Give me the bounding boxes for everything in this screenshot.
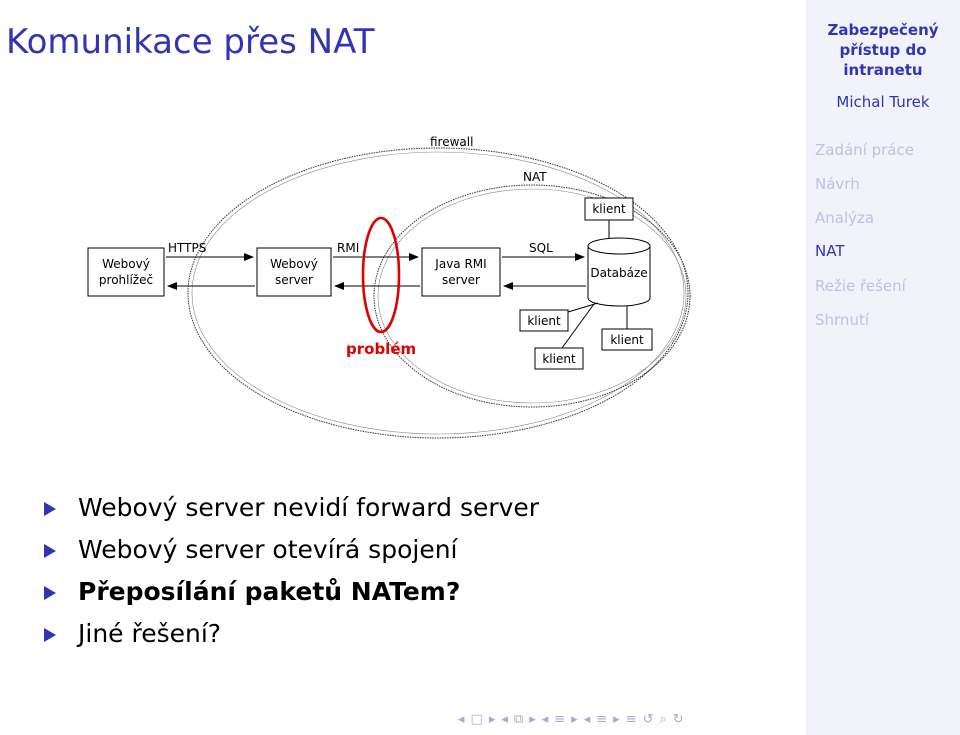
- javarmi-label-line1: Java RMI: [434, 257, 486, 271]
- slide-title: Komunikace přes NAT: [6, 22, 375, 62]
- database-cylinder: [587, 237, 651, 307]
- client-top-label: klient: [592, 202, 626, 216]
- sidebar-title-line: intranetu: [843, 61, 923, 79]
- nav-undo-icon[interactable]: ↺: [642, 712, 654, 727]
- beamer-navigation-bar: ◂ □ ▸ ◂ ⧉ ▸ ◂ ≡ ▸ ◂ ≡ ▸ ≡ ↺ ⌕ ↻: [458, 712, 684, 728]
- problem-label: problém: [346, 340, 416, 358]
- problem-highlight-ellipse: [361, 216, 401, 334]
- client-c-label: klient: [610, 333, 644, 347]
- nav-right-arrow-icon[interactable]: ▸: [613, 712, 620, 727]
- bullet-item: Webový server nevidí forward server: [44, 493, 539, 535]
- nav-right-arrow-icon[interactable]: ▸: [488, 712, 496, 727]
- bullet-item: Přeposílání paketů NATem?: [44, 577, 539, 619]
- browser-label-line1: Webový: [102, 257, 150, 271]
- client-a-label: klient: [527, 314, 561, 328]
- sidebar-item-analyza[interactable]: Analýza: [815, 209, 875, 227]
- rmi-label: RMI: [337, 241, 359, 255]
- nav-right-arrow-icon[interactable]: ▸: [529, 712, 536, 727]
- browser-box: [87, 247, 165, 297]
- client-b-box: [534, 347, 584, 370]
- nav-redo-icon[interactable]: ↻: [672, 712, 684, 727]
- javarmi-box: [421, 247, 501, 297]
- nav-left-arrow-icon[interactable]: ◂: [458, 712, 465, 727]
- nav-align-icon[interactable]: ≡: [625, 712, 637, 727]
- sidebar-item-shrnuti[interactable]: Shrnutí: [815, 311, 869, 329]
- sidebar-title-line: Zabezpečený: [827, 21, 939, 39]
- bullet-triangle-icon: [44, 586, 56, 600]
- sidebar-item-rezie[interactable]: Režie řešení: [815, 277, 906, 295]
- nav-left-arrow-icon[interactable]: ◂: [583, 712, 591, 727]
- nav-section-icon[interactable]: ≡: [554, 712, 566, 727]
- bullet-item: Webový server otevírá spojení: [44, 535, 539, 577]
- nat-label: NAT: [523, 170, 547, 184]
- javarmi-label-line2: server: [442, 273, 480, 287]
- https-label: HTTPS: [168, 241, 206, 255]
- webserver-label-line1: Webový: [270, 257, 318, 271]
- browser-label-line2: prohlížeč: [99, 273, 153, 287]
- sidebar-presentation-title[interactable]: Zabezpečený přístup do intranetu: [806, 20, 960, 80]
- webserver-box: [256, 247, 332, 297]
- client-a-box: [519, 309, 569, 332]
- firewall-label: firewall: [430, 135, 473, 149]
- client-c-box: [601, 328, 653, 351]
- nav-subsection-icon[interactable]: ⧉: [513, 712, 524, 727]
- nav-left-arrow-icon[interactable]: ◂: [501, 712, 508, 727]
- webserver-label-line2: server: [275, 273, 313, 287]
- sql-label: SQL: [529, 241, 553, 255]
- sidebar-item-nat[interactable]: NAT: [815, 242, 845, 260]
- database-label: Databáze: [590, 266, 647, 280]
- sidebar-title-line: přístup do: [839, 41, 927, 59]
- nav-search-icon[interactable]: ⌕: [659, 712, 667, 727]
- client-b-label: klient: [542, 352, 576, 366]
- nav-left-arrow-icon[interactable]: ◂: [541, 712, 549, 727]
- bullet-item: Jiné řešení?: [44, 619, 539, 661]
- bullet-triangle-icon: [44, 502, 56, 516]
- bullet-list: Webový server nevidí forward server Webo…: [44, 493, 539, 661]
- network-diagram: firewall NAT klient Webový prohlížeč Web…: [87, 135, 691, 439]
- sidebar-item-zadani[interactable]: Zadání práce: [815, 141, 914, 159]
- bullet-triangle-icon: [44, 544, 56, 558]
- nav-frame-icon[interactable]: □: [470, 712, 483, 727]
- sidebar-author[interactable]: Michal Turek: [836, 93, 930, 111]
- firewall-ellipse: [187, 147, 689, 439]
- nav-right-arrow-icon[interactable]: ▸: [571, 712, 578, 727]
- sidebar: Zabezpečený přístup do intranetu Michal …: [806, 0, 960, 735]
- bullet-triangle-icon: [44, 628, 56, 642]
- nat-ellipse: [373, 184, 691, 408]
- nav-presentation-icon[interactable]: ≡: [596, 712, 608, 727]
- sidebar-item-navrh[interactable]: Návrh: [815, 175, 860, 193]
